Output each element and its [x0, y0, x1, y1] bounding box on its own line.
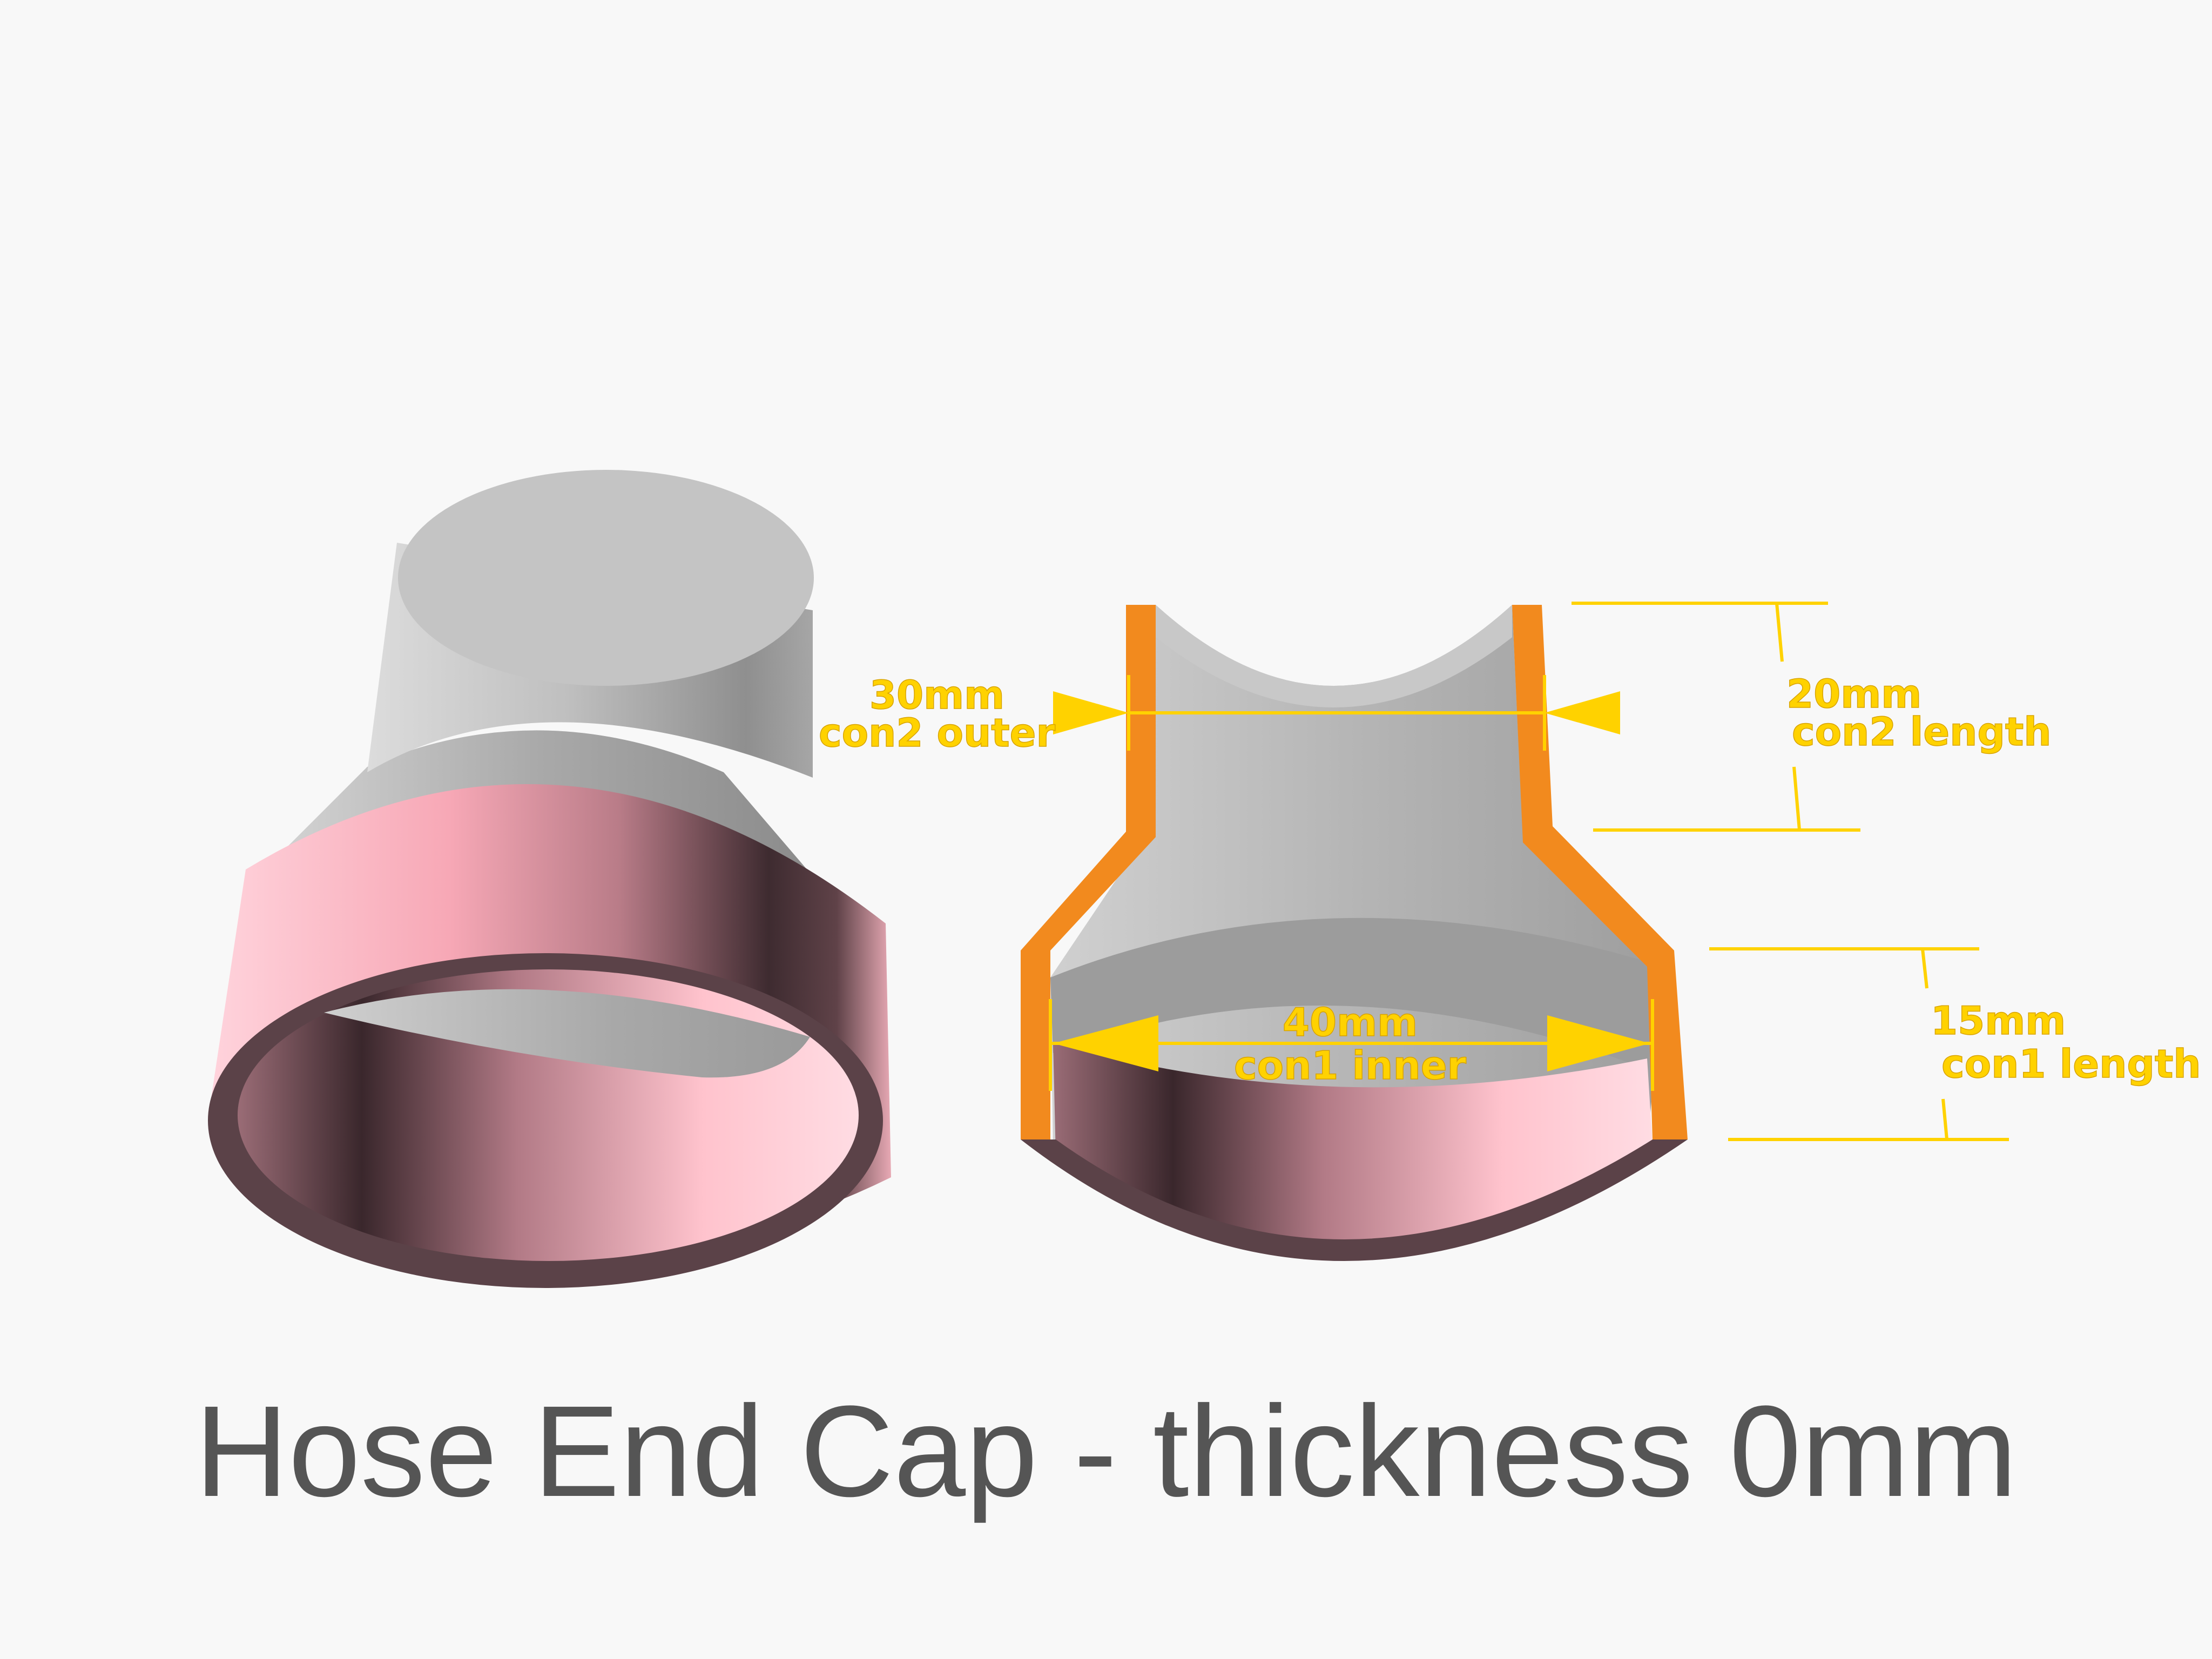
dimension-con2-outer	[1053, 675, 1620, 751]
solid-cap-tube-top	[398, 470, 814, 686]
con1-inner-value: 40mm	[1283, 1000, 1418, 1045]
arrowhead-left	[1053, 1015, 1158, 1071]
section-cut-wall-left	[1021, 605, 1156, 1139]
arrowhead-right	[1545, 691, 1620, 734]
section-tube-top	[1156, 605, 1512, 707]
con2-length-value: 20mm	[1786, 671, 1921, 717]
dimension-con1-inner	[1049, 999, 1654, 1091]
section-cut-wall-right	[1512, 605, 1688, 1139]
solid-cap-model	[208, 470, 891, 1288]
section-collar-rim	[1021, 1139, 1688, 1261]
section-cone-inner	[1050, 918, 1663, 1069]
section-cap-model	[1021, 605, 1688, 1261]
dimension-con2-length	[1572, 602, 1860, 832]
con1-inner-label: con1 inner	[1234, 1043, 1467, 1088]
solid-cap-inner-surface	[324, 989, 810, 1078]
con2-outer-value: 30mm	[869, 672, 1004, 718]
con2-outer-label: con2 outer	[819, 710, 1056, 756]
con1-length-value: 15mm	[1931, 998, 2066, 1043]
arrowhead-left	[1053, 691, 1129, 734]
con2-length-label: con2 length	[1792, 709, 2052, 754]
con1-length-label: con1 length	[1941, 1041, 2201, 1087]
section-collar-inner	[1053, 1042, 1653, 1245]
arrowhead-right	[1547, 1015, 1650, 1071]
dimension-con1-length	[1709, 947, 2009, 1141]
diagram-title: Hose End Cap - thickness 0mm	[195, 1379, 2018, 1523]
